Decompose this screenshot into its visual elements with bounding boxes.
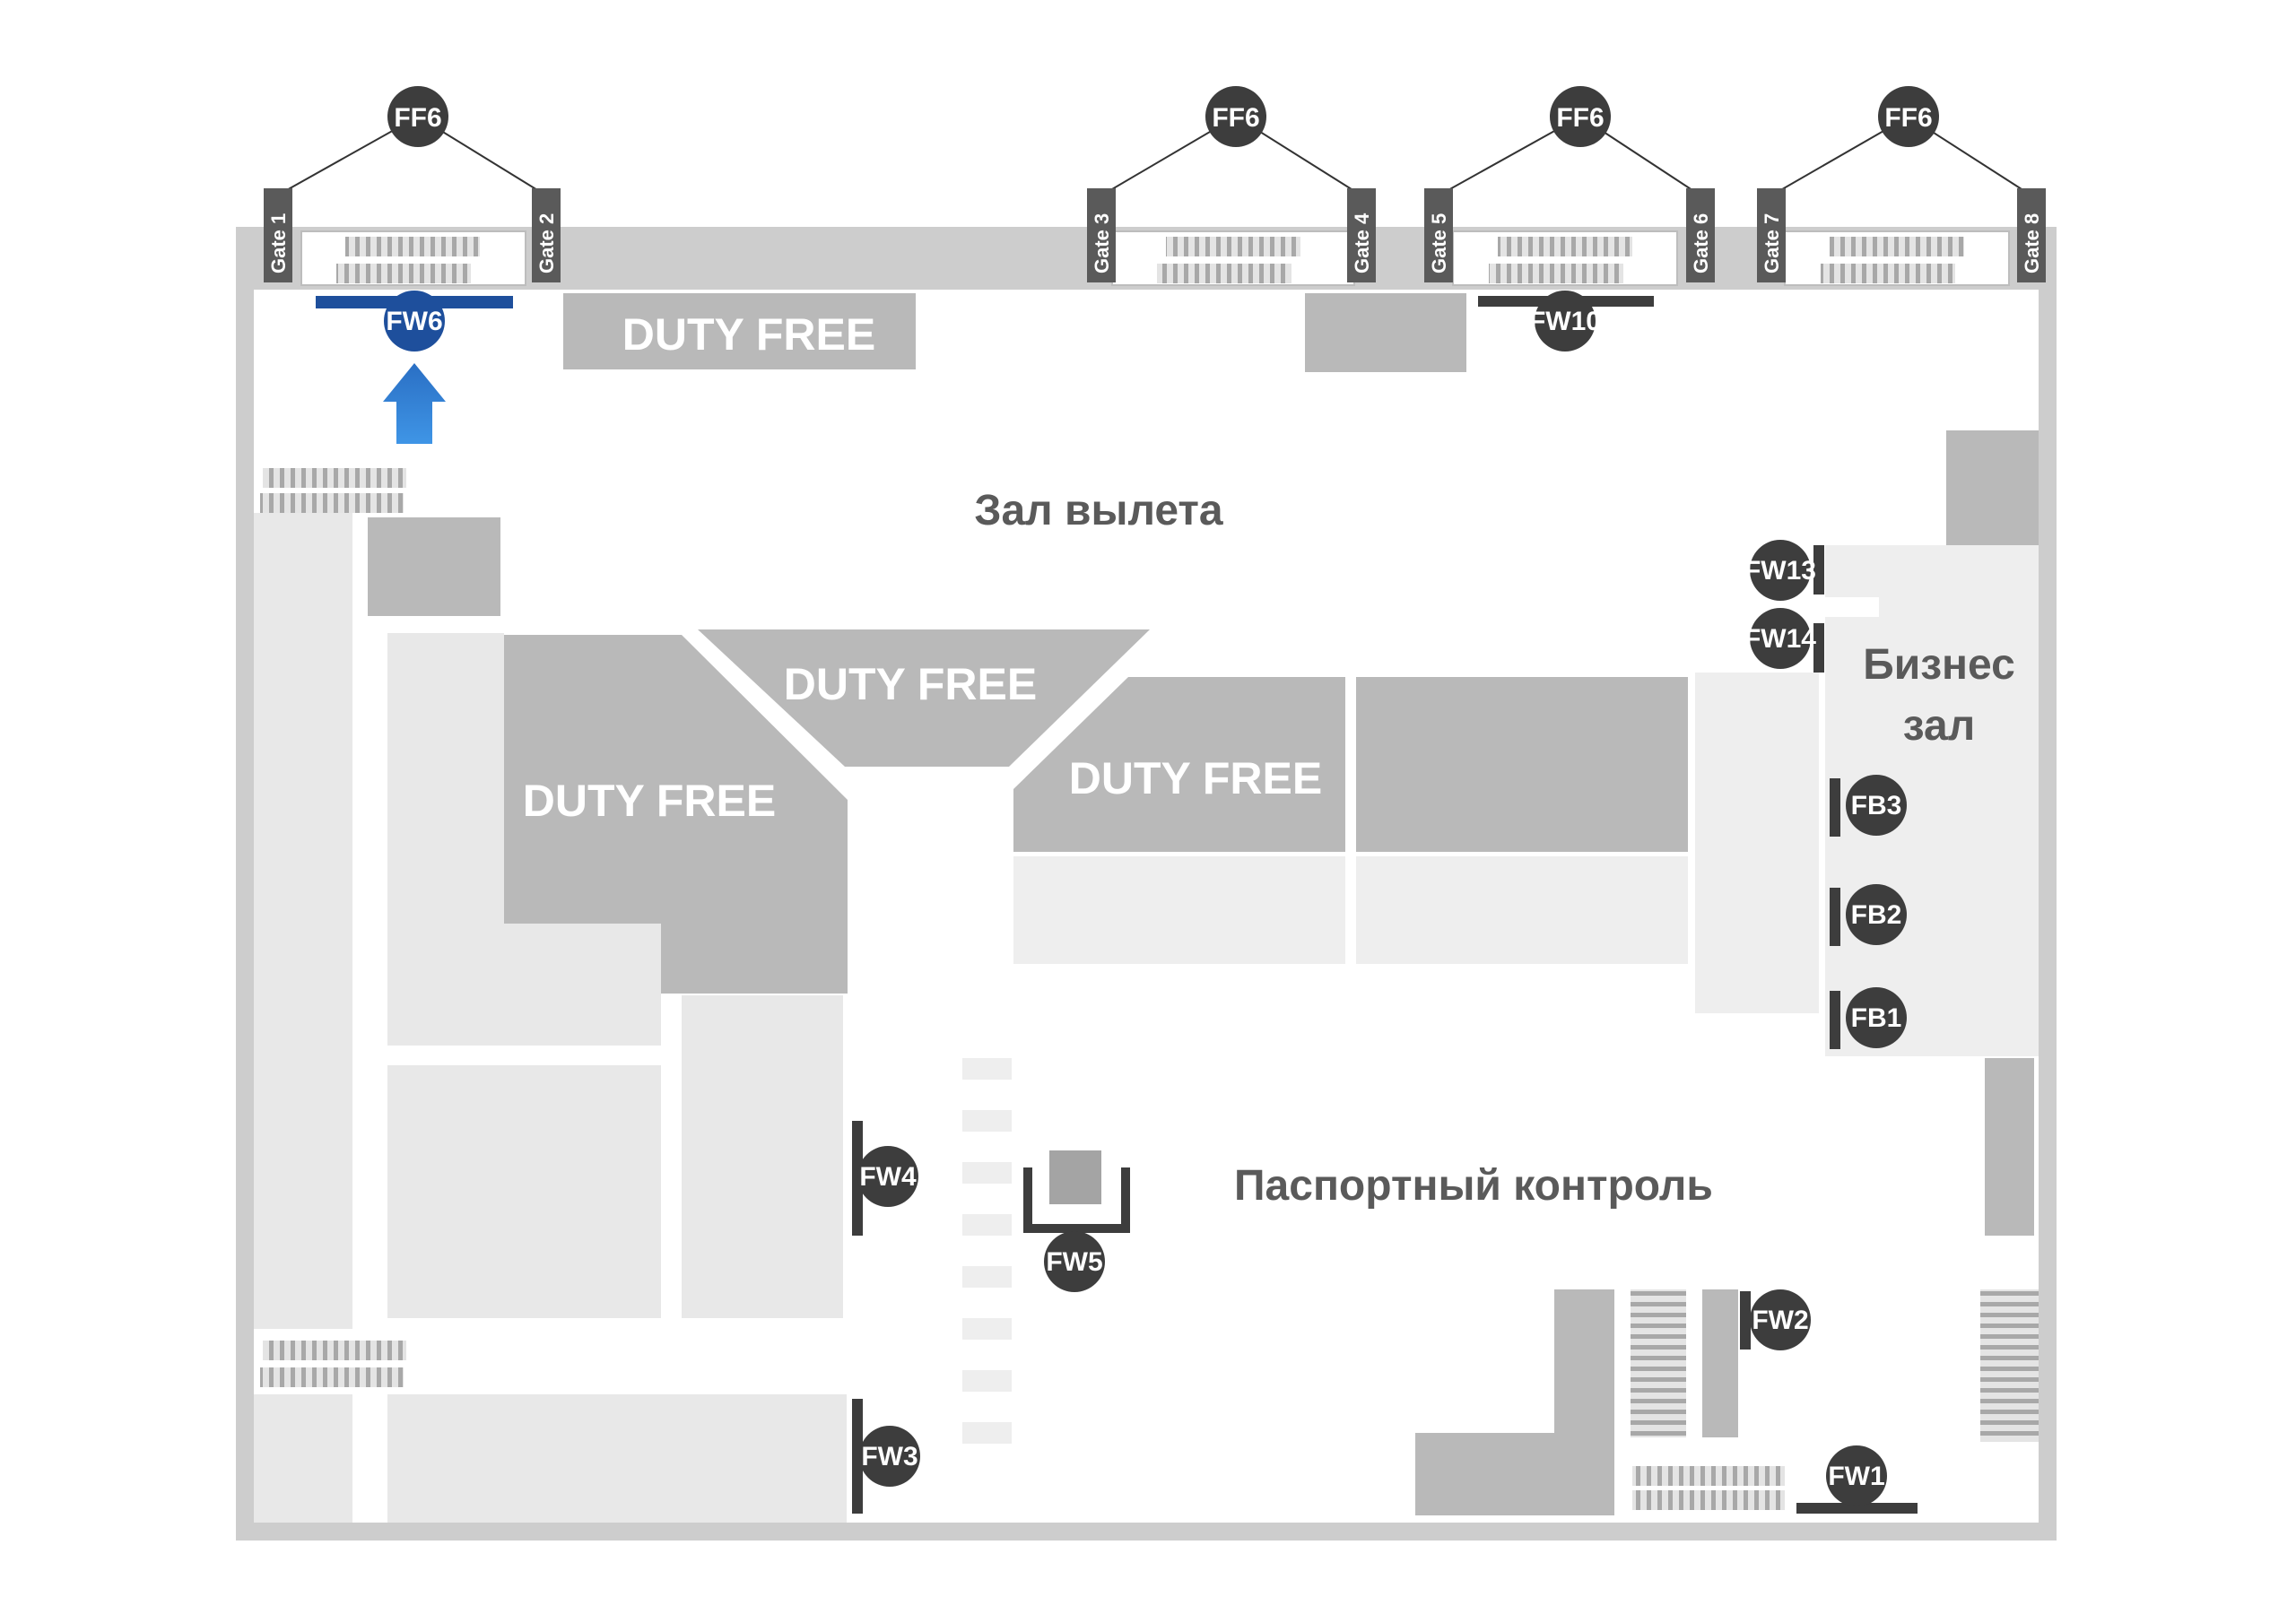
duty-free-center[interactable]: DUTY FREE — [698, 629, 1150, 767]
gate-tag-2[interactable]: Gate 2 — [532, 188, 561, 282]
ff6-label: FF6 — [1884, 103, 1932, 133]
fw6-label: FW6 — [386, 307, 442, 336]
shop-block-east-lower — [1356, 856, 1688, 964]
kiosk-fw5 — [1023, 1150, 1130, 1233]
fw2-marker[interactable]: FW2 — [1740, 1289, 1811, 1350]
fw10-label: FW10 — [1529, 307, 1601, 336]
bottom-l-block — [1415, 1289, 1614, 1515]
gate-tag-5[interactable]: Gate 5 — [1424, 188, 1453, 282]
fw3-marker[interactable]: FW3 — [852, 1399, 920, 1514]
gate-label: Gate 7 — [1761, 213, 1783, 273]
light-block-3 — [502, 924, 661, 1046]
fw13-marker[interactable]: FW13 — [1744, 540, 1824, 601]
shop-block-right-lower — [1013, 856, 1345, 964]
ff6-badge-4[interactable]: FF6 — [1878, 86, 1939, 147]
right-column-block — [1985, 1058, 2034, 1236]
fw14-marker[interactable]: FW14 — [1744, 608, 1824, 673]
gate-tag-7[interactable]: Gate 7 — [1757, 188, 1786, 282]
ff6-connectors — [276, 116, 2032, 196]
gate-label: Gate 1 — [267, 213, 290, 273]
left-lower-block — [254, 1394, 352, 1523]
left-block-small — [368, 517, 500, 616]
business-lounge-label-line2: зал — [1903, 702, 1975, 750]
fb3-label: FB3 — [1851, 791, 1902, 820]
light-block-4 — [682, 995, 843, 1318]
jet-bridge-5-6 — [1452, 230, 1678, 286]
fw1-marker[interactable]: FW1 — [1796, 1445, 1918, 1514]
escalator-vertical-2 — [1980, 1289, 2039, 1442]
duty-free-top[interactable]: DUTY FREE — [563, 293, 916, 369]
fw1-label: FW1 — [1828, 1462, 1884, 1491]
left-corridor — [254, 513, 352, 1329]
business-lounge-label-line1: Бизнес — [1863, 641, 2015, 689]
ff6-badge-3[interactable]: FF6 — [1550, 86, 1611, 147]
shop-block-east — [1356, 677, 1688, 852]
departure-hall-label: Зал вылета — [974, 487, 1223, 534]
lounge-side-block — [1695, 673, 1819, 1013]
fw10-marker[interactable]: FW10 — [1478, 291, 1654, 352]
shop-block-top — [1305, 293, 1466, 372]
light-block-1 — [387, 633, 504, 1046]
ff6-label: FF6 — [1212, 103, 1259, 133]
duty-free-label: DUTY FREE — [784, 659, 1037, 709]
fw6-marker[interactable]: FW6 — [316, 291, 513, 352]
lounge-top-block — [1946, 430, 2039, 545]
fw2-label: FW2 — [1752, 1306, 1808, 1335]
passport-lanes — [962, 1058, 1012, 1444]
fw14-label: FW14 — [1744, 624, 1816, 654]
gate-label: Gate 3 — [1091, 213, 1113, 273]
jet-bridge-7-8 — [1784, 230, 2010, 286]
fw5-label: FW5 — [1046, 1247, 1102, 1277]
fw4-label: FW4 — [859, 1162, 917, 1192]
duty-free-label: DUTY FREE — [523, 776, 776, 826]
escalator-bottom-right — [1632, 1466, 1785, 1510]
duty-free-label: DUTY FREE — [1069, 753, 1322, 803]
fw13-label: FW13 — [1744, 556, 1816, 586]
duty-free-label: DUTY FREE — [622, 309, 875, 360]
ff6-badge-1[interactable]: FF6 — [387, 86, 448, 147]
fw4-marker[interactable]: FW4 — [852, 1121, 918, 1236]
gate-label: Gate 2 — [535, 213, 558, 273]
gate-label: Gate 4 — [1351, 213, 1373, 273]
fb2-label: FB2 — [1851, 900, 1902, 930]
ff6-label: FF6 — [394, 103, 441, 133]
gate-tag-4[interactable]: Gate 4 — [1347, 188, 1376, 282]
narrow-block — [1702, 1289, 1738, 1437]
light-block-5 — [387, 1394, 847, 1523]
escalator-vertical-1 — [1631, 1289, 1686, 1437]
fw3-label: FW3 — [861, 1442, 918, 1471]
duty-free-right[interactable]: DUTY FREE — [1013, 677, 1345, 852]
fb2-marker[interactable]: FB2 — [1830, 884, 1907, 946]
fb1-label: FB1 — [1851, 1003, 1902, 1033]
gate-label: Gate 5 — [1428, 213, 1450, 273]
left-escalator-top — [260, 468, 406, 513]
gate-tag-3[interactable]: Gate 3 — [1087, 188, 1116, 282]
passport-control-label: Паспортный контроль — [1234, 1162, 1713, 1210]
jet-bridge-1-2 — [300, 230, 526, 286]
ff6-badge-2[interactable]: FF6 — [1205, 86, 1266, 147]
gate-tag-6[interactable]: Gate 6 — [1686, 188, 1715, 282]
jet-bridge-3-4 — [1111, 230, 1355, 286]
gate-label: Gate 8 — [2021, 213, 2043, 273]
gate-tag-8[interactable]: Gate 8 — [2017, 188, 2046, 282]
left-escalator-bottom — [260, 1341, 406, 1387]
fb3-marker[interactable]: FB3 — [1830, 775, 1907, 837]
fw5-marker[interactable]: FW5 — [1044, 1231, 1105, 1292]
gate-label: Gate 6 — [1690, 213, 1712, 273]
light-block-2 — [387, 1065, 661, 1318]
fb1-marker[interactable]: FB1 — [1830, 987, 1907, 1049]
gate-tag-1[interactable]: Gate 1 — [264, 188, 292, 282]
ff6-label: FF6 — [1556, 103, 1604, 133]
up-arrow-icon — [383, 363, 446, 444]
duty-free-left[interactable]: DUTY FREE — [504, 635, 848, 994]
